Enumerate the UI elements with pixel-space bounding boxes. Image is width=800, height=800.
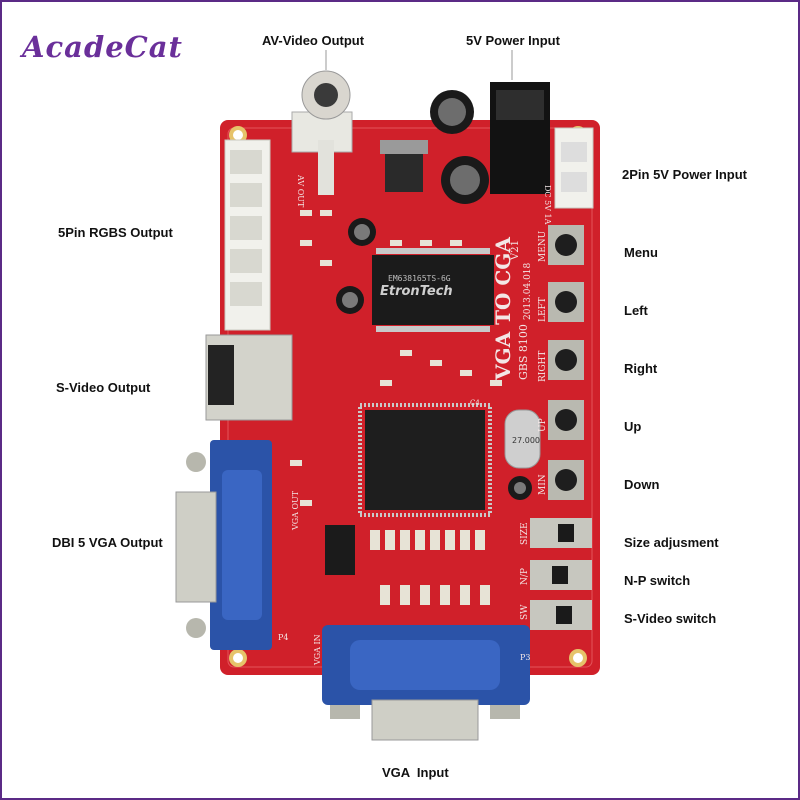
button-right <box>548 340 584 380</box>
logic-ic <box>325 525 355 575</box>
silk-p3: P3 <box>520 653 530 662</box>
silk-menu: MENU <box>538 230 548 262</box>
button-left <box>548 282 584 322</box>
label-svideo-output: S-Video Output <box>56 380 151 395</box>
label-up: Up <box>624 419 642 434</box>
crystal-text: 27.000 <box>512 436 540 445</box>
label-right: Right <box>624 361 658 376</box>
label-5v-power-input: 5V Power Input <box>466 33 560 48</box>
button-menu <box>548 225 584 265</box>
silk-p4: P4 <box>278 633 288 642</box>
board-title-text: VGA TO CGA <box>491 237 515 381</box>
board-version-text: V21 <box>510 240 521 261</box>
crystal-oscillator <box>504 409 541 469</box>
chip-code-text: EM638165TS-6G <box>388 274 451 283</box>
main-processor-chip <box>365 410 485 510</box>
sdram-chip <box>372 255 494 325</box>
board-model-text: GBS 8100 <box>517 324 530 380</box>
label-av-video-output: AV-Video Output <box>262 33 365 48</box>
pcb-board <box>220 120 600 675</box>
label-menu: Menu <box>624 245 658 260</box>
label-svideo-switch: S-Video switch <box>624 611 717 626</box>
board-date-text: 2013.04.018 <box>523 262 533 320</box>
silk-np: N/P <box>520 568 530 585</box>
label-left: Left <box>624 303 648 318</box>
silk-av-out: AV OUT <box>296 174 305 208</box>
button-down <box>548 460 584 500</box>
switch-size <box>530 518 592 548</box>
chip-brand-text: EtronTech <box>380 284 453 299</box>
silk-sw: SW <box>520 604 530 620</box>
silk-c4: C4 <box>470 399 480 407</box>
silk-left: LEFT <box>538 297 548 322</box>
silk-right: RIGHT <box>538 351 548 382</box>
silk-dc-in: DC 5V 1A <box>543 185 552 225</box>
switch-svideo <box>530 600 592 630</box>
two-pin-connector <box>554 127 594 209</box>
brand-logo: AcadeCat <box>22 30 183 64</box>
label-size-adjustment: Size adjusment <box>624 535 719 550</box>
label-np-switch: N-P switch <box>624 573 691 588</box>
switch-np <box>530 560 592 590</box>
button-up <box>548 400 584 440</box>
silk-down: MIN <box>538 474 548 495</box>
label-vga-input: VGA Input <box>382 765 449 780</box>
silk-vga-in: VGA IN <box>313 634 322 666</box>
label-2pin-power-input: 2Pin 5V Power Input <box>622 167 747 182</box>
silk-vga-out: VGA OUT <box>291 490 300 531</box>
silk-up: UP <box>538 418 548 432</box>
voltage-regulator <box>385 152 423 192</box>
silk-size: SIZE <box>520 522 530 545</box>
label-5pin-rgbs-output: 5Pin RGBS Output <box>58 225 173 240</box>
label-down: Down <box>624 477 660 492</box>
label-vga-output: DBI 5 VGA Output <box>52 535 163 550</box>
